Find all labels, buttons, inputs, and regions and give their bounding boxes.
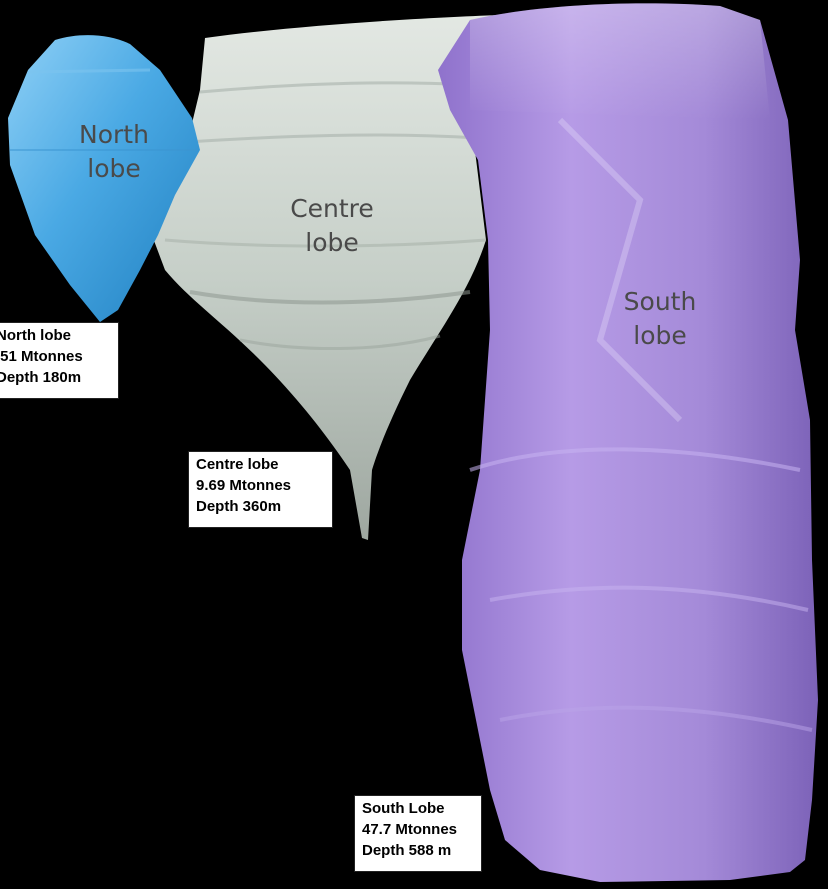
centre-lobe-box-tonnage: 9.69 Mtonnes <box>196 475 326 496</box>
centre-lobe-label-line1: Centre <box>262 192 402 226</box>
south-lobe-info-box: South Lobe 47.7 Mtonnes Depth 588 m <box>354 795 482 872</box>
north-lobe-box-depth: Depth 180m <box>0 367 112 388</box>
south-lobe-box-tonnage: 47.7 Mtonnes <box>362 819 475 840</box>
north-lobe-label-line2: lobe <box>58 152 170 186</box>
south-lobe-shape <box>438 3 818 882</box>
north-lobe-info-box: North lobe .51 Mtonnes Depth 180m <box>0 322 119 399</box>
north-lobe-box-title: North lobe <box>0 325 112 346</box>
centre-lobe-info-box: Centre lobe 9.69 Mtonnes Depth 360m <box>188 451 333 528</box>
north-lobe-label: North lobe <box>58 118 170 186</box>
south-lobe-label-line2: lobe <box>600 319 720 353</box>
north-lobe-label-line1: North <box>58 118 170 152</box>
south-lobe-box-depth: Depth 588 m <box>362 840 475 861</box>
south-lobe-box-title: South Lobe <box>362 798 475 819</box>
centre-lobe-label: Centre lobe <box>262 192 402 260</box>
south-lobe-label: South lobe <box>600 285 720 353</box>
centre-lobe-box-depth: Depth 360m <box>196 496 326 517</box>
north-lobe-box-tonnage: .51 Mtonnes <box>0 346 112 367</box>
centre-lobe-label-line2: lobe <box>262 226 402 260</box>
centre-lobe-box-title: Centre lobe <box>196 454 326 475</box>
south-lobe-label-line1: South <box>600 285 720 319</box>
